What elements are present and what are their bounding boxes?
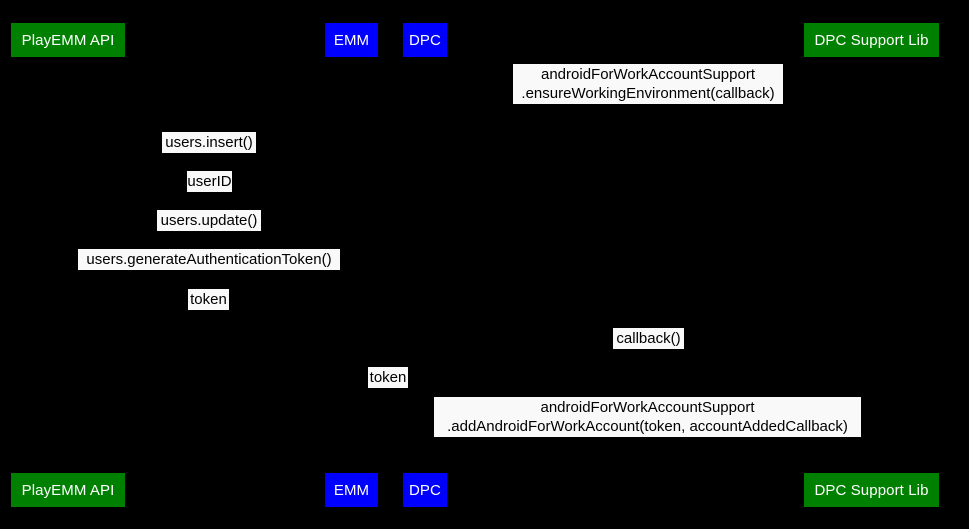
message-label-line: .ensureWorkingEnvironment(callback) (521, 85, 775, 102)
participant-header-playemm[interactable]: PlayEMM API (11, 23, 125, 57)
message-label-m9: androidForWorkAccountSupport .addAndroidF… (434, 397, 861, 437)
message-label-m4: users.update() (157, 210, 261, 231)
participant-footer-dpc[interactable]: DPC (403, 473, 447, 507)
message-label-m1: androidForWorkAccountSupport .ensureWorki… (513, 64, 783, 104)
message-label-line: callback() (616, 330, 681, 347)
participant-header-emm[interactable]: EMM (325, 23, 378, 57)
participant-footer-supportlib[interactable]: DPC Support Lib (804, 473, 939, 507)
message-label-m7: callback() (613, 328, 684, 349)
message-label-line: .addAndroidForWorkAccount(token, account… (447, 418, 848, 435)
participant-header-dpc[interactable]: DPC (403, 23, 447, 57)
participant-footer-playemm[interactable]: PlayEMM API (11, 473, 125, 507)
message-arrow-m2 (68, 153, 352, 154)
lifeline-playemm (68, 57, 69, 473)
lifeline-dpc (425, 57, 426, 473)
participant-header-supportlib[interactable]: DPC Support Lib (804, 23, 939, 57)
participant-footer-emm[interactable]: EMM (325, 473, 378, 507)
message-label-m3: userID (187, 171, 232, 192)
message-label-line: users.update() (160, 212, 258, 229)
message-label-line: token (369, 369, 407, 386)
message-arrow-m3 (68, 192, 352, 193)
message-arrow-m9 (425, 437, 872, 438)
message-label-m5: users.generateAuthenticationToken() (78, 249, 340, 270)
message-arrow-m1 (425, 104, 872, 105)
message-label-line: androidForWorkAccountSupport (541, 66, 755, 83)
message-label-m6: token (188, 289, 229, 310)
lifeline-emm (352, 57, 353, 473)
message-label-m8: token (368, 367, 408, 388)
message-arrow-m5 (68, 270, 352, 271)
message-arrow-m6 (68, 310, 352, 311)
message-label-line: userID (187, 173, 232, 190)
lifeline-supportlib (872, 57, 873, 473)
message-label-line: users.insert() (165, 134, 253, 151)
message-label-line: users.generateAuthenticationToken() (86, 251, 332, 268)
message-label-line: token (190, 291, 227, 308)
message-arrow-m8 (351, 388, 425, 389)
message-label-m2: users.insert() (162, 132, 256, 153)
message-arrow-m7 (425, 349, 872, 350)
message-label-line: androidForWorkAccountSupport (540, 399, 755, 416)
message-arrow-m4 (68, 231, 352, 232)
